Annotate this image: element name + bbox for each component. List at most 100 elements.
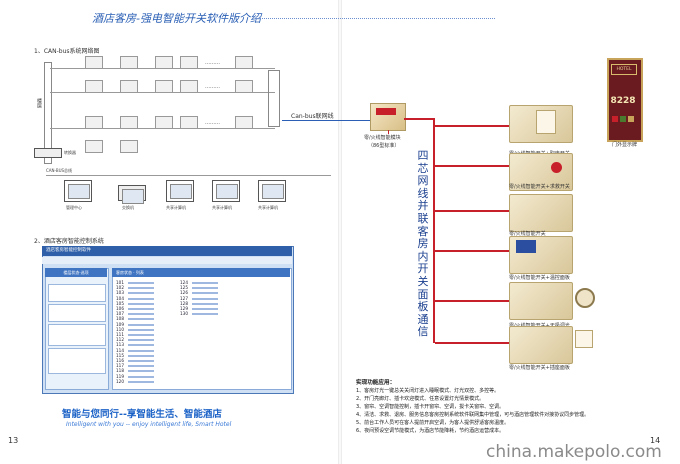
- room-status-bar: [192, 282, 218, 284]
- room-row[interactable]: 126: [180, 290, 218, 295]
- room-number: 110: [116, 326, 124, 332]
- room-row[interactable]: 105: [116, 301, 154, 306]
- room-row[interactable]: 128: [180, 301, 218, 306]
- room-status-bar: [192, 308, 218, 311]
- page-number-right: 14: [650, 436, 661, 445]
- room-status-bar: [128, 360, 154, 363]
- room-row[interactable]: 125: [180, 285, 218, 290]
- room-status-bar: [128, 365, 154, 368]
- node-ellipsis: ………: [205, 120, 220, 126]
- room-status-bar: [128, 354, 154, 357]
- card-slot: [536, 110, 556, 134]
- room-row[interactable]: 104: [116, 296, 154, 301]
- room-status-bar: [128, 334, 154, 337]
- room-status-bar: [192, 313, 218, 316]
- can-link-label: Can-bus联网线: [291, 113, 334, 120]
- room-row[interactable]: 110: [116, 327, 154, 332]
- room-row[interactable]: 118: [116, 368, 154, 373]
- room-number: 102: [116, 285, 124, 291]
- room-number: 106: [116, 306, 124, 312]
- red-branch: [435, 210, 509, 212]
- room-row[interactable]: 129: [180, 306, 218, 311]
- red-branch: [435, 250, 509, 252]
- feature-item: 4、清洁、求救、退房、服务信息客房控制系统软件联网集中管理，可与酒店管理软件对接…: [356, 412, 590, 418]
- room-number: 124: [180, 280, 188, 285]
- room-status-bar: [192, 297, 218, 300]
- room-row[interactable]: 127: [180, 296, 218, 301]
- book-spine: [338, 0, 342, 464]
- switch-node: [155, 80, 173, 93]
- room-row[interactable]: 116: [116, 358, 154, 363]
- sidebar-group: [48, 284, 106, 302]
- room-status-bar: [128, 380, 154, 383]
- converter-box: [34, 148, 62, 158]
- section1-heading: 1、CAN-bus系统网络图: [34, 48, 100, 55]
- room-status-bar: [128, 349, 154, 352]
- switch-node: [235, 56, 253, 69]
- sidebar-group: [48, 348, 106, 374]
- room-number: 108: [116, 316, 124, 322]
- room-row[interactable]: 130: [180, 311, 218, 316]
- room-number: 128: [180, 300, 188, 306]
- red-branch: [435, 300, 509, 302]
- page-number-left: 13: [8, 436, 19, 445]
- room-row[interactable]: 102: [116, 285, 154, 290]
- room-row[interactable]: 112: [116, 337, 154, 342]
- door-plate: [607, 58, 643, 142]
- room-status-bar: [128, 323, 154, 326]
- switch-node: [120, 116, 138, 129]
- door-indicator-icon: [612, 116, 618, 122]
- room-row[interactable]: 124: [180, 280, 218, 285]
- switch-node: [120, 140, 138, 153]
- room-row[interactable]: 119: [116, 374, 154, 379]
- switch-node: [120, 80, 138, 93]
- pc-label: 共享计算机: [212, 205, 232, 210]
- room-row[interactable]: 107: [116, 311, 154, 316]
- node-ellipsis: ………: [205, 60, 220, 66]
- can-bus-label: CAN-BUS总线: [46, 168, 73, 173]
- room-row[interactable]: 117: [116, 363, 154, 368]
- floor-bar: [44, 62, 52, 164]
- node-ellipsis: ………: [205, 84, 220, 90]
- module-sub: （86型标准）: [368, 143, 400, 149]
- room-row[interactable]: 101: [116, 280, 154, 285]
- room-row[interactable]: 114: [116, 348, 154, 353]
- room-status-bar: [128, 308, 154, 311]
- room-number: 101: [116, 280, 124, 285]
- pc-shared: [212, 180, 240, 202]
- feature-item: 2、开门亮廊灯、插卡欢迎模式、任意设置灯光情景模式。: [356, 396, 485, 402]
- room-number: 113: [116, 342, 124, 348]
- room-row[interactable]: 120: [116, 379, 154, 384]
- room-row[interactable]: 109: [116, 322, 154, 327]
- pc-label: 交换机: [122, 205, 134, 210]
- room-number: 114: [116, 347, 124, 353]
- room-row[interactable]: 106: [116, 306, 154, 311]
- title-dotted-line: [255, 18, 495, 19]
- room-number: 103: [116, 290, 124, 296]
- pc-management: [64, 180, 92, 202]
- room-row[interactable]: 113: [116, 342, 154, 347]
- room-status-bar: [128, 375, 154, 378]
- switch-label-4: 零/火线智能开关+温控面板: [509, 275, 570, 281]
- room-row[interactable]: 115: [116, 353, 154, 358]
- room-row[interactable]: 108: [116, 316, 154, 321]
- room-row[interactable]: 103: [116, 290, 154, 295]
- pc-label: 共享计算机: [166, 205, 186, 210]
- room-status-bar: [128, 287, 154, 290]
- feature-item: 3、窗帘、空调智能控制，插卡开窗帘、空调，拔卡关窗帘、空调。: [356, 404, 505, 410]
- room-number: 117: [116, 363, 124, 369]
- room-status-bar: [192, 302, 218, 305]
- converter-label: 转换器: [64, 150, 76, 155]
- room-number: 129: [180, 306, 188, 312]
- switch-node: [235, 116, 253, 129]
- switch-panel-2: [509, 153, 573, 191]
- software-menubar: [42, 257, 292, 264]
- room-row[interactable]: 111: [116, 332, 154, 337]
- room-number: 130: [180, 311, 188, 317]
- can-bus-line: [46, 175, 331, 176]
- room-status-bar: [128, 282, 154, 284]
- feature-item: 6、夜间预设空调节能模式，为酒店节能降耗，节约酒店运营成本。: [356, 428, 505, 434]
- switch-panel-3: [509, 194, 573, 232]
